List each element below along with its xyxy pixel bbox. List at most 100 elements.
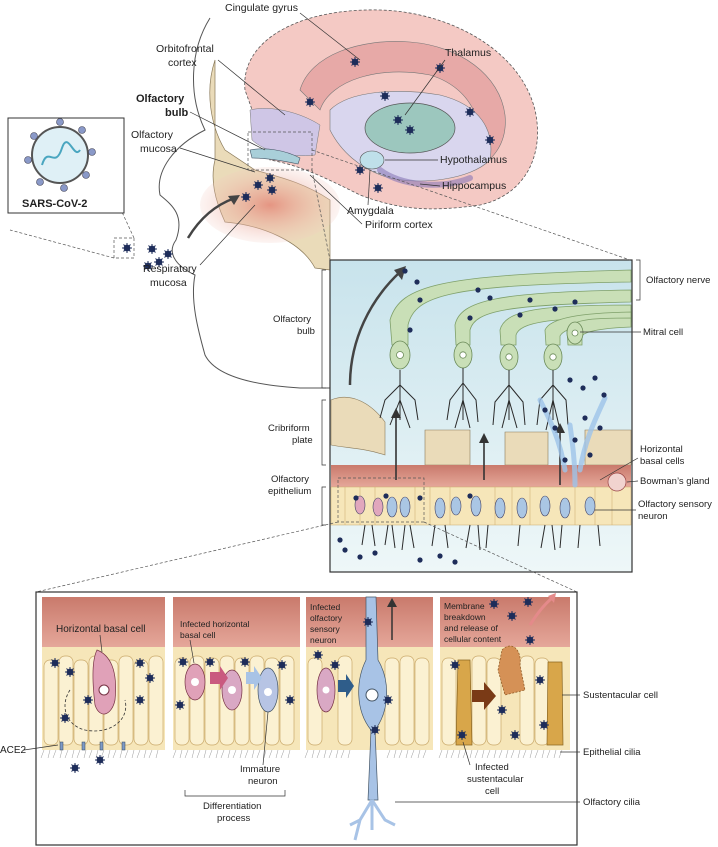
subpanel-4 xyxy=(440,593,570,750)
leader-line xyxy=(217,59,286,116)
lamina-propria xyxy=(331,465,631,487)
cribriform-plate xyxy=(424,429,471,466)
bracket xyxy=(321,269,326,389)
sustentacular-cell-highlight xyxy=(546,661,564,746)
label-differentiation: Differentiation xyxy=(203,801,261,812)
cribriform-plate xyxy=(330,396,386,456)
label-infected-hbc-2: basal cell xyxy=(180,630,216,640)
label-amygdala: Amygdala xyxy=(347,205,394,217)
leader-line xyxy=(189,639,195,664)
label-olfactory-mucosa: Olfactory xyxy=(131,129,174,141)
label-panel-bulb: Olfactory xyxy=(273,314,311,325)
diff-arrow-2 xyxy=(246,666,262,690)
label-infected-sus: Infected xyxy=(475,762,509,773)
label-hippocampus: Hippocampus xyxy=(442,180,506,192)
panel-labels: Olfactory nerve Mitral cell Olfactory bu… xyxy=(268,259,712,526)
connector-line xyxy=(311,169,331,261)
label-orbitofrontal: Orbitofrontal xyxy=(156,43,214,55)
diff-arrow-1 xyxy=(210,666,228,690)
osn-dendrites xyxy=(349,799,396,841)
label-infected-osn-4: neuron xyxy=(310,635,337,645)
leader-line xyxy=(404,59,446,116)
horizontal-basal-cell-shape xyxy=(92,649,116,715)
bracket xyxy=(636,259,641,301)
infected-sustentacular-cell xyxy=(455,659,473,746)
virus-origin-box xyxy=(113,237,135,259)
label-cribriform: Cribriform xyxy=(268,423,310,434)
head-labels: Cingulate gyrus Orbitofrontal cortex Olf… xyxy=(131,2,507,289)
label-bowman: Bowman’s gland xyxy=(640,476,710,487)
leader-line xyxy=(599,457,639,481)
label-hypothalamus: Hypothalamus xyxy=(440,154,507,166)
release-arrowhead xyxy=(548,593,556,603)
bracket xyxy=(321,399,326,466)
label-osn: Olfactory sensory xyxy=(638,499,712,510)
hypothalamus xyxy=(359,150,385,170)
respiratory-mucosa-region xyxy=(200,167,340,243)
label-hbc: Horizontal xyxy=(640,444,683,455)
label-epithelium: Olfactory xyxy=(271,474,309,485)
label-infected-sus-2: sustentacular xyxy=(467,774,524,785)
airflow-arrow xyxy=(186,196,236,239)
label-membrane-4: cellular content xyxy=(444,634,502,644)
label-sustentacular: Sustentacular cell xyxy=(583,690,658,701)
label-osn-2: neuron xyxy=(638,511,668,522)
label-olfactory-cilia: Olfactory cilia xyxy=(583,797,641,808)
cribriform-plate xyxy=(504,431,549,466)
virus-box: SARS-CoV-2 xyxy=(7,117,125,214)
label-membrane-3: and release of xyxy=(444,623,499,633)
label-infected-hbc: Infected horizontal xyxy=(180,619,250,629)
leader-line xyxy=(189,111,266,151)
label-orbitofrontal-2: cortex xyxy=(168,57,197,69)
head-profile xyxy=(158,17,330,389)
osn-arrowheads xyxy=(391,408,565,443)
spike-proteins xyxy=(24,118,96,192)
label-infected-osn-2: olfactory xyxy=(310,613,343,623)
leader-line xyxy=(309,174,363,225)
osn-up-arrowhead xyxy=(387,598,397,607)
label-respiratory: Respiratory xyxy=(143,263,197,275)
epithelial-cilia xyxy=(40,749,563,759)
ace2-receptors xyxy=(59,741,126,751)
leader-line xyxy=(626,480,639,483)
leader-line xyxy=(367,169,371,206)
label-infected-osn-3: sensory xyxy=(310,624,341,634)
label-membrane: Membrane xyxy=(444,601,485,611)
diff-arrow-3 xyxy=(338,674,354,698)
label-mitral: Mitral cell xyxy=(643,327,683,338)
bursting-cell xyxy=(497,645,526,696)
leader-line xyxy=(23,744,59,751)
leader-line xyxy=(99,634,103,653)
leader-line xyxy=(199,204,256,266)
leader-line xyxy=(419,183,441,187)
olfactory-nerve-fibers xyxy=(389,269,632,346)
label-immature: Immature xyxy=(240,764,280,775)
epithelium-zoom-box xyxy=(337,477,425,523)
label-hbc-bottom: Horizontal basal cell xyxy=(56,624,146,635)
label-epithelium-2: epithelium xyxy=(268,486,311,497)
virus-box-label: SARS-CoV-2 xyxy=(22,198,87,210)
bottom-panel: Horizontal basal cell ACE2 Infected hori… xyxy=(0,591,658,846)
connector-line xyxy=(121,211,135,239)
connector-line xyxy=(311,149,631,261)
olfactory-bulb xyxy=(249,148,301,165)
osn-cells xyxy=(354,495,596,519)
label-differentiation-2: process xyxy=(217,813,251,824)
label-infected-sus-3: cell xyxy=(485,786,499,797)
label-cribriform-2: plate xyxy=(292,435,313,446)
cingulate-gyrus xyxy=(299,41,506,171)
bowmans-gland xyxy=(607,472,627,492)
label-piriform: Piriform cortex xyxy=(365,219,433,231)
label-thalamus: Thalamus xyxy=(445,47,491,59)
label-cingulate: Cingulate gyrus xyxy=(225,2,298,14)
rna-strand xyxy=(41,141,81,166)
airflow-arrowhead xyxy=(228,195,240,205)
connector-line xyxy=(9,229,115,259)
leader-line xyxy=(262,711,269,766)
subpanel-2 xyxy=(173,597,300,750)
label-panel-bulb-2: bulb xyxy=(297,326,315,337)
label-immature-2: neuron xyxy=(248,776,278,787)
label-membrane-2: breakdown xyxy=(444,612,486,622)
cribriform-plate xyxy=(584,429,632,466)
